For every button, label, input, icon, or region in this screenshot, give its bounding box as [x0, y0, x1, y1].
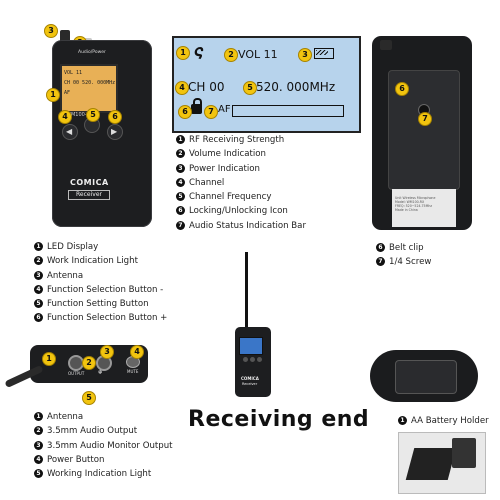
center-title: Receiving end: [188, 407, 370, 432]
callout-setting: 5: [86, 108, 100, 122]
lcd-line-vol: VOL 11: [64, 70, 83, 76]
lock-shackle: [193, 98, 202, 106]
antenna-stub: [60, 30, 70, 44]
receiver-tag: Receiver: [68, 190, 110, 200]
vol-text: VOL 11: [238, 48, 278, 61]
small-device-lcd: [239, 337, 263, 355]
model-label: WM100-RX: [66, 112, 94, 118]
callout-screw: 7: [418, 112, 432, 126]
lcd-callout-2: 2: [224, 48, 238, 62]
battery-lid: [452, 438, 476, 468]
audio-power-label: Audio/Power: [78, 50, 106, 55]
lcd-callout-4: 4: [175, 81, 189, 95]
lcd-callout-1: 1: [176, 46, 190, 60]
lcd-diagram: 𝝇 VOL 11 CH 00 520. 000MHz AF 1 2 3 4 5 …: [172, 36, 361, 133]
mute-label: MUTE: [127, 369, 139, 374]
receiver-front: 3 2 Audio/Power VOL 11 CH 00 520. 000MHz…: [0, 0, 170, 235]
receiver-lcd: VOL 11 CH 00 520. 000MHz AF: [60, 64, 118, 113]
battery-slot: [395, 360, 457, 394]
arrow-right-icon: ▶: [111, 127, 118, 136]
top-callout-2: 2: [82, 356, 96, 370]
callout-belt-clip: 6: [395, 82, 409, 96]
back-top-knob: [380, 40, 392, 50]
battery-icon: [314, 48, 334, 59]
small-button-icon: [243, 357, 248, 362]
lcd-callout-6: 6: [178, 105, 192, 119]
af-text: AF: [218, 104, 231, 115]
back-label-line: FREQ: 520~524.75Mhz: [395, 204, 433, 208]
lock-icon: [191, 104, 202, 114]
back-label-line: Made in China: [395, 208, 418, 212]
top-callout-1: 1: [42, 352, 56, 366]
freq-text: 520. 000MHz: [256, 80, 336, 94]
ch-text: CH 00: [188, 80, 225, 94]
output-label: OUTPUT: [68, 371, 85, 376]
small-button-icon: [257, 357, 262, 362]
small-antenna: [245, 252, 248, 330]
function-plus-button[interactable]: [107, 124, 123, 140]
top-callout-5: 5: [82, 391, 96, 405]
lcd-callout-7: 7: [204, 105, 218, 119]
function-minus-button[interactable]: [62, 124, 78, 140]
top-callout-4: 4: [130, 345, 144, 359]
lcd-callout-3: 3: [298, 48, 312, 62]
callout-led-display: 1: [46, 88, 60, 102]
battery-compartment: [405, 448, 457, 480]
audio-bar: [232, 105, 344, 117]
signal-icon: 𝝇: [194, 41, 204, 60]
callout-plus: 6: [108, 110, 122, 124]
lcd-callout-5: 5: [243, 81, 257, 95]
lcd-line-af: AF: [64, 90, 71, 96]
back-label-line: Model: WM100-RX: [395, 200, 425, 204]
top-callout-3: 3: [100, 345, 114, 359]
small-device-brand: COMICA: [241, 376, 259, 381]
back-label-plate: Unit Wireless Microphone Model: WM100-RX…: [392, 189, 456, 227]
small-device-tag: Receiver: [242, 382, 258, 386]
callout-antenna: 3: [44, 24, 58, 38]
small-device-buttons: [243, 357, 263, 363]
small-button-icon: [250, 357, 255, 362]
headphone-icon: ☬: [98, 369, 103, 376]
brand-label: COMICA: [70, 178, 109, 187]
callout-minus: 4: [58, 110, 72, 124]
lcd-line-ch: CH 00 520. 000MHz: [64, 80, 116, 86]
arrow-left-icon: ◀: [66, 127, 73, 136]
back-label-line: Unit Wireless Microphone: [395, 196, 436, 200]
